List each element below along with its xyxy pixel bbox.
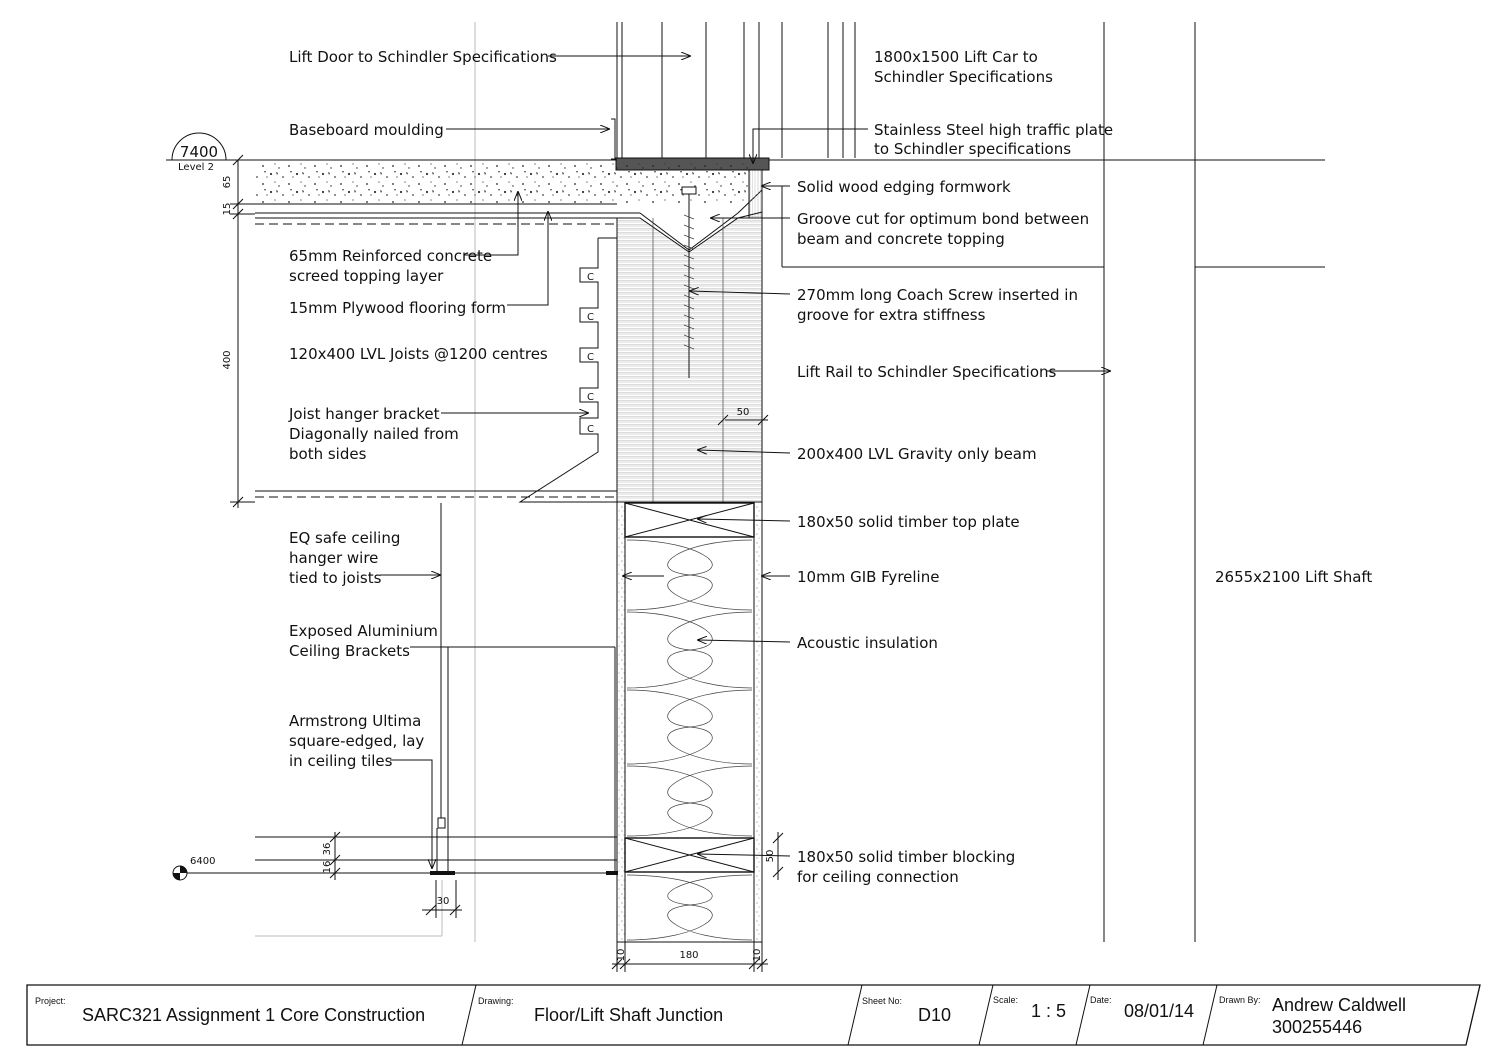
label-gib: 10mm GIB Fyreline — [797, 568, 939, 586]
dim-beam-edge: 50 — [737, 407, 750, 418]
leader-lines — [380, 56, 1110, 868]
drawn-by-name: Andrew Caldwell — [1272, 995, 1406, 1015]
label-groove-1: Groove cut for optimum bond between — [797, 210, 1089, 228]
label-hanger-3: both sides — [289, 445, 367, 463]
scale-label: Scale: — [993, 995, 1018, 1005]
label-groove-2: beam and concrete topping — [797, 230, 1005, 248]
ceiling-bracket — [430, 871, 455, 875]
label-ss-plate-1: Stainless Steel high traffic plate — [874, 121, 1113, 139]
dim-ceiling-16: 16 — [322, 861, 333, 874]
dim-joist-depth: 400 — [222, 350, 233, 369]
label-wood-edging: Solid wood edging formwork — [797, 178, 1011, 196]
label-tiles-3: in ceiling tiles — [289, 752, 393, 770]
drawing-name: Floor/Lift Shaft Junction — [534, 1005, 723, 1025]
dim-screed: 65 — [222, 176, 233, 189]
project-name: SARC321 Assignment 1 Core Construction — [82, 1005, 425, 1025]
label-tiles-1: Armstrong Ultima — [289, 712, 421, 730]
svg-text:C: C — [587, 424, 594, 435]
label-hanger-2: Diagonally nailed from — [289, 425, 459, 443]
svg-text:C: C — [587, 312, 594, 323]
label-coach-1: 270mm long Coach Screw inserted in — [797, 286, 1078, 304]
level-name-upper: Level 2 — [178, 162, 214, 173]
label-screed-2: screed topping layer — [289, 267, 444, 285]
sheet-label: Sheet No: — [862, 996, 902, 1006]
label-coach-2: groove for extra stiffness — [797, 306, 986, 324]
concrete-screed — [255, 161, 749, 203]
label-brackets-2: Ceiling Brackets — [289, 642, 410, 660]
dim-gib-right: 10 — [752, 949, 763, 962]
label-shaft: 2655x2100 Lift Shaft — [1215, 568, 1372, 586]
level-marker-lower: 6400 — [172, 856, 255, 881]
label-plywood: 15mm Plywood flooring form — [289, 299, 506, 317]
label-lift-door: Lift Door to Schindler Specifications — [289, 48, 557, 66]
level-value-upper: 7400 — [180, 143, 218, 161]
drawn-by-id: 300255446 — [1272, 1017, 1362, 1037]
lift-car — [611, 22, 856, 171]
label-joists: 120x400 LVL Joists @1200 centres — [289, 345, 548, 363]
label-wire-1: EQ safe ceiling — [289, 529, 400, 547]
date-label: Date: — [1090, 995, 1112, 1005]
sheet-number: D10 — [918, 1005, 951, 1025]
label-hanger-1: Joist hanger bracket — [288, 405, 440, 423]
scale-value: 1 : 5 — [1031, 1001, 1066, 1021]
label-tiles-2: square-edged, lay — [289, 732, 424, 750]
svg-text:C: C — [587, 392, 594, 403]
label-blocking-1: 180x50 solid timber blocking — [797, 848, 1015, 866]
project-label: Project: — [35, 996, 66, 1006]
annotations: Lift Door to Schindler Specifications 18… — [288, 48, 1372, 886]
title-block: Project: SARC321 Assignment 1 Core Const… — [26, 984, 1481, 1046]
wood-edging — [748, 169, 763, 219]
drawing-label: Drawing: — [478, 996, 514, 1006]
label-top-plate: 180x50 solid timber top plate — [797, 513, 1020, 531]
label-beam: 200x400 LVL Gravity only beam — [797, 445, 1037, 463]
insulation-curves — [626, 539, 753, 941]
dim-gib-left: 10 — [616, 949, 627, 962]
lvl-beam — [616, 186, 763, 503]
label-baseboard: Baseboard moulding — [289, 121, 444, 139]
joist-hanger-brackets: C C C C C — [518, 237, 617, 503]
svg-text:C: C — [587, 272, 594, 283]
dim-wall: 180 — [679, 950, 698, 961]
ceiling — [255, 503, 618, 937]
floor-slab — [255, 159, 763, 251]
level-marker-upper: 7400 Level 2 — [166, 132, 255, 173]
dim-bracket-width: 30 — [437, 896, 450, 907]
timber-wall — [616, 501, 763, 943]
baseboard-moulding — [611, 118, 616, 160]
label-screed-1: 65mm Reinforced concrete — [289, 247, 492, 265]
label-lift-car-2: Schindler Specifications — [874, 68, 1053, 86]
level-value-lower: 6400 — [190, 856, 215, 867]
dim-ceiling-36: 36 — [322, 843, 333, 856]
label-lift-rail: Lift Rail to Schindler Specifications — [797, 363, 1057, 381]
label-wire-3: tied to joists — [289, 569, 382, 587]
label-blocking-2: for ceiling connection — [797, 868, 959, 886]
label-wire-2: hanger wire — [289, 549, 378, 567]
dim-plywood: 15 — [222, 203, 233, 216]
dimension-text: 65 15 400 50 36 16 30 50 10 180 10 — [222, 176, 776, 962]
svg-text:C: C — [587, 352, 594, 363]
label-ss-plate-2: to Schindler specifications — [874, 140, 1071, 158]
drawn-by-label: Drawn By: — [1219, 995, 1261, 1005]
label-lift-car-1: 1800x1500 Lift Car to — [874, 48, 1038, 66]
label-brackets-1: Exposed Aluminium — [289, 622, 438, 640]
label-insulation: Acoustic insulation — [797, 634, 938, 652]
date-value: 08/01/14 — [1124, 1001, 1194, 1021]
dim-blocking-height: 50 — [765, 850, 776, 863]
